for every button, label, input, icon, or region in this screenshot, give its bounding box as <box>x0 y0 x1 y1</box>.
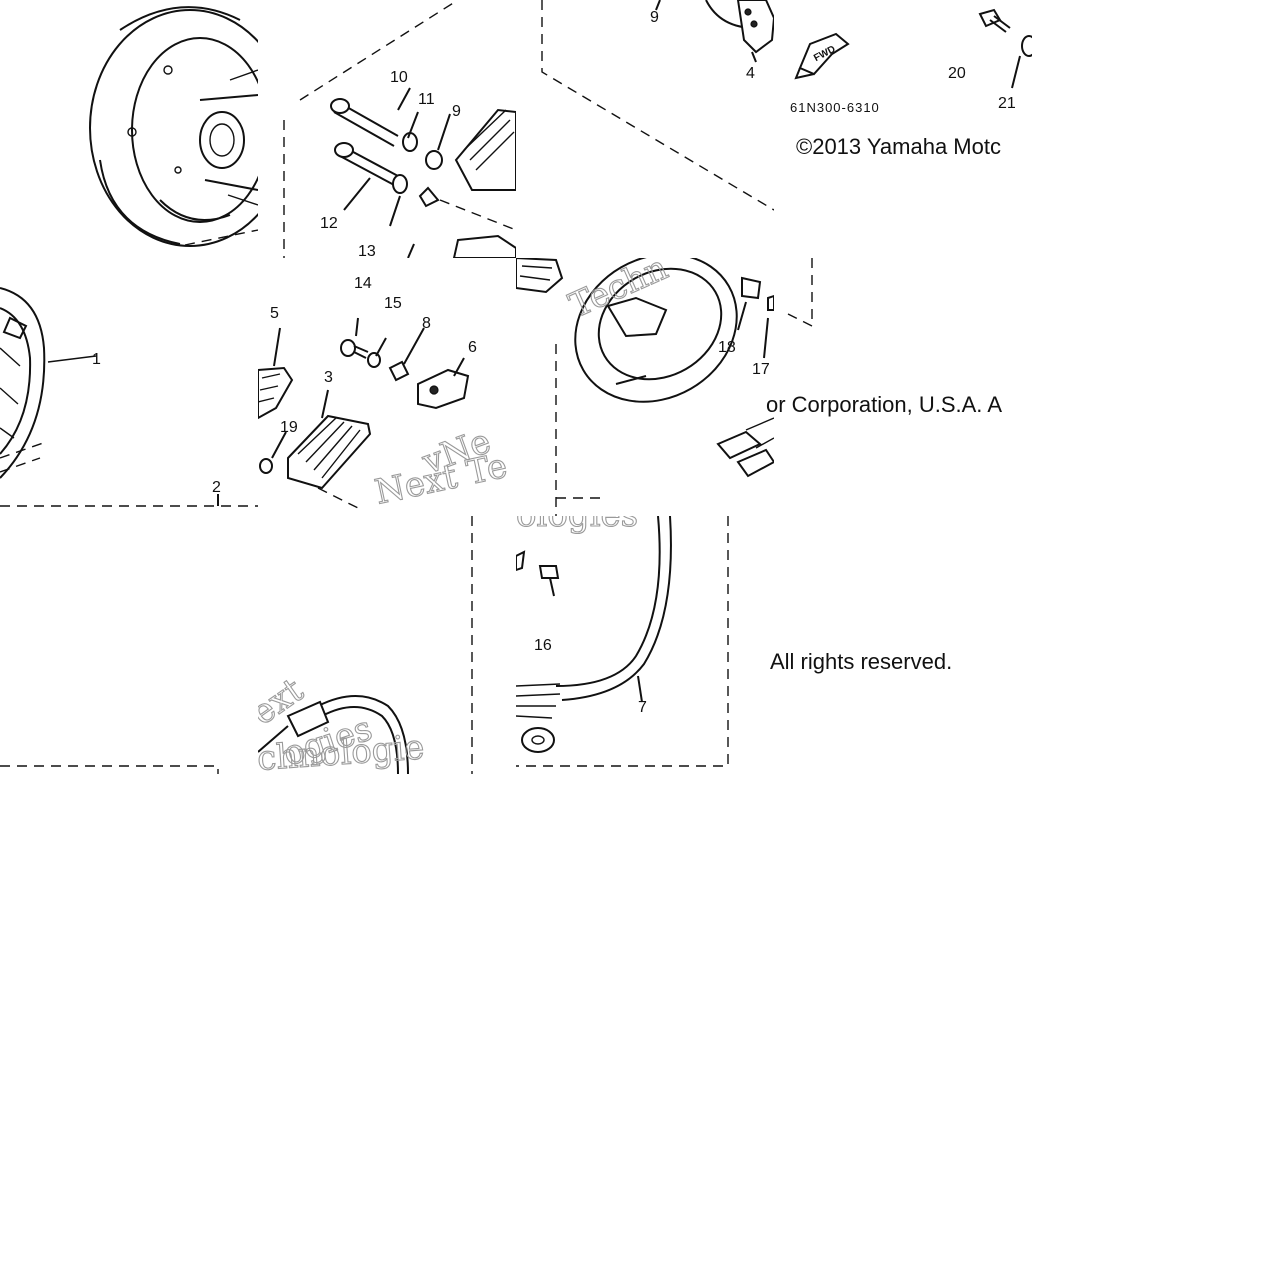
label-19: 19 <box>280 419 298 436</box>
tile-right-frame <box>774 258 814 328</box>
stator-top-drawing: 9 4 <box>541 0 774 211</box>
label-9: 9 <box>452 103 461 120</box>
tile-coils: Next Te vNe 14 15 8 6 5 3 19 <box>258 258 516 516</box>
upper-bolts-drawing: 10 11 9 12 13 <box>283 0 516 258</box>
stator-base-drawing: Techn 18 17 <box>516 258 774 516</box>
fwd-arrow-icon: FWD <box>794 32 850 80</box>
tile-lead-wire: ext ogies chnologie <box>258 516 516 774</box>
label-1: 1 <box>92 351 101 368</box>
label-10: 10 <box>390 69 408 86</box>
frame-bottom-left <box>0 765 219 774</box>
frame-fragment <box>787 258 813 328</box>
label-17: 17 <box>752 361 770 378</box>
drawing-code: 61N300-6310 <box>790 100 880 115</box>
label-16: 16 <box>534 637 552 654</box>
harness-drawing: ologies 16 7 <box>516 516 729 767</box>
pulser-coil-drawing: 1 2 <box>0 287 258 507</box>
label-7: 7 <box>638 699 647 716</box>
label-2: 2 <box>212 479 221 496</box>
label-3: 3 <box>324 369 333 386</box>
tile-part-1: 1 2 <box>0 258 258 516</box>
label-8: 8 <box>422 315 431 332</box>
label-14: 14 <box>354 275 372 292</box>
coils-drawing: Next Te vNe 14 15 8 6 5 3 19 <box>258 275 511 513</box>
tile-harness: ologies 16 7 <box>516 516 774 774</box>
label-6: 6 <box>468 339 477 356</box>
tile-base-plate: Techn 18 17 <box>516 258 774 516</box>
label-12: 12 <box>320 215 338 232</box>
watermark-ologies: ologies <box>516 516 638 535</box>
tile-bolts-upper: 10 11 9 12 13 <box>258 0 516 258</box>
label-5: 5 <box>270 305 279 322</box>
tile-bottom-left <box>0 516 258 774</box>
tile-fwd: FWD 20 21 61N300-6310 <box>774 0 1032 258</box>
label-4: 4 <box>746 65 755 82</box>
label-13: 13 <box>358 243 376 258</box>
copyright-line-2: or Corporation, U.S.A. A <box>766 392 1002 417</box>
tile-flywheel <box>0 0 258 258</box>
flywheel-rotor-drawing <box>89 6 258 247</box>
label-15: 15 <box>384 295 402 312</box>
label-18: 18 <box>718 339 736 356</box>
label-9-top: 9 <box>650 9 659 26</box>
label-21: 21 <box>998 95 1016 112</box>
label-20: 20 <box>948 65 966 82</box>
tile-top-right: 9 4 <box>516 0 774 258</box>
copyright-line-3: All rights reserved. <box>770 649 953 674</box>
copyright-line-1: ©2013 Yamaha Motc <box>796 134 1001 159</box>
fwd-and-bolt-drawing: FWD 20 21 61N300-6310 <box>790 8 1032 115</box>
label-11: 11 <box>418 91 435 108</box>
lead-wire-drawing: ext ogies chnologie <box>258 516 473 774</box>
